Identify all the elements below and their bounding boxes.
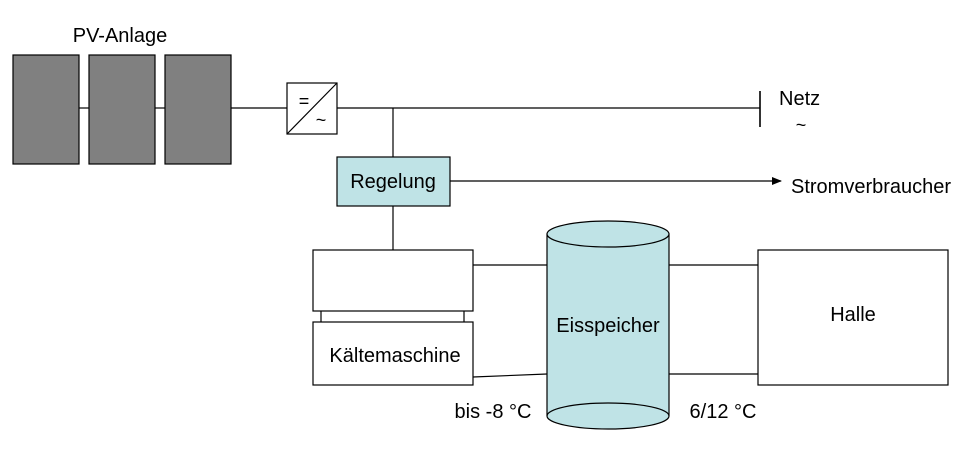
temp-hall-label: 6/12 °C	[690, 401, 757, 423]
inverter-diagonal	[286, 82, 338, 135]
pv-panel-1	[12, 54, 80, 165]
pv-panel-3	[164, 54, 232, 165]
chiller-box	[312, 321, 474, 386]
inverter-ac-symbol: ~	[316, 110, 327, 130]
hall-label: Halle	[830, 304, 876, 326]
control-box	[336, 156, 451, 207]
consumers-label: Stromverbraucher	[791, 176, 951, 198]
grid-label: Netz	[779, 88, 820, 110]
grid-ac-symbol: ~	[796, 115, 807, 135]
ice-storage-label: Eisspeicher	[556, 315, 660, 337]
chiller-label: Kältemaschine	[329, 345, 460, 367]
chiller-storage-pipe-bottom	[472, 373, 548, 378]
temp-cold-label: bis -8 °C	[455, 401, 532, 423]
hall-box	[757, 249, 949, 386]
pv-title: PV-Anlage	[73, 25, 168, 47]
inverter-dc-symbol: =	[299, 91, 310, 111]
chiller-upper-box	[312, 249, 474, 312]
control-label: Regelung	[350, 171, 436, 193]
pv-panel-2	[88, 54, 156, 165]
ice-storage-tank	[546, 220, 670, 430]
